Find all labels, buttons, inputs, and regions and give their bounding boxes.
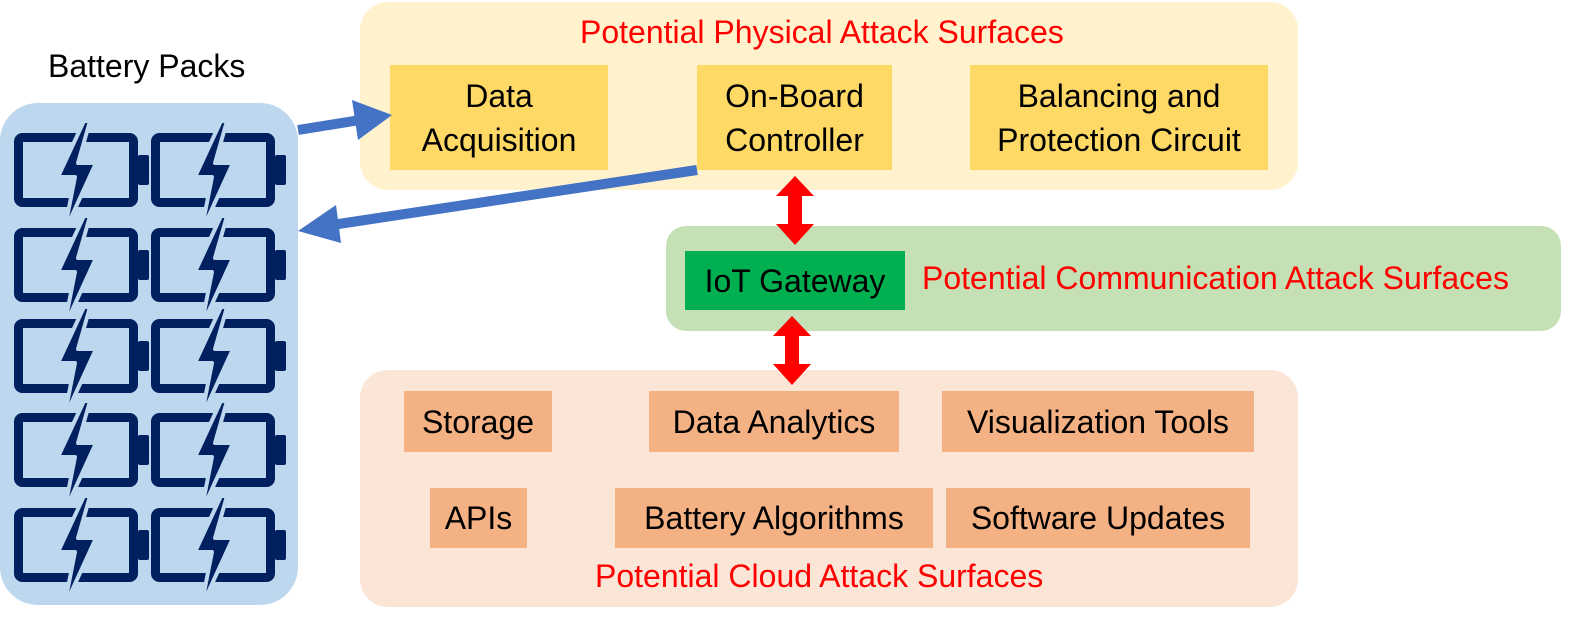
battery-grid (14, 119, 286, 610)
communication-attack-title: Potential Communication Attack Surfaces (922, 260, 1509, 296)
balancing-protection-circuit-box: Balancing and Protection Circuit (970, 65, 1268, 170)
battery-algorithms-box: Battery Algorithms (615, 488, 933, 548)
battery-cell-icon (151, 214, 286, 330)
battery-cell-icon (151, 119, 286, 235)
battery-cell-icon (14, 399, 149, 515)
battery-cell-icon (14, 119, 149, 235)
battery-cell-icon (14, 494, 149, 610)
software-updates-box: Software Updates (946, 488, 1250, 548)
battery-packs-panel (0, 103, 298, 610)
battery-cell-icon (151, 305, 286, 421)
battery-title: Battery Packs (48, 48, 246, 84)
apis-box: APIs (430, 488, 527, 548)
visualization-tools-box: Visualization Tools (942, 391, 1254, 452)
iot-gateway-box: IoT Gateway (685, 251, 905, 310)
physical-attack-title: Potential Physical Attack Surfaces (580, 14, 1064, 50)
cloud-attack-title: Potential Cloud Attack Surfaces (595, 558, 1044, 594)
data-analytics-box: Data Analytics (649, 391, 899, 452)
battery-cell-icon (151, 399, 286, 515)
battery-cell-icon (14, 305, 149, 421)
battery-cell-icon (151, 494, 286, 610)
data-acquisition-box: Data Acquisition (390, 65, 608, 170)
on-board-controller-box: On-Board Controller (697, 65, 892, 170)
storage-box: Storage (404, 391, 552, 452)
battery-cell-icon (14, 214, 149, 330)
